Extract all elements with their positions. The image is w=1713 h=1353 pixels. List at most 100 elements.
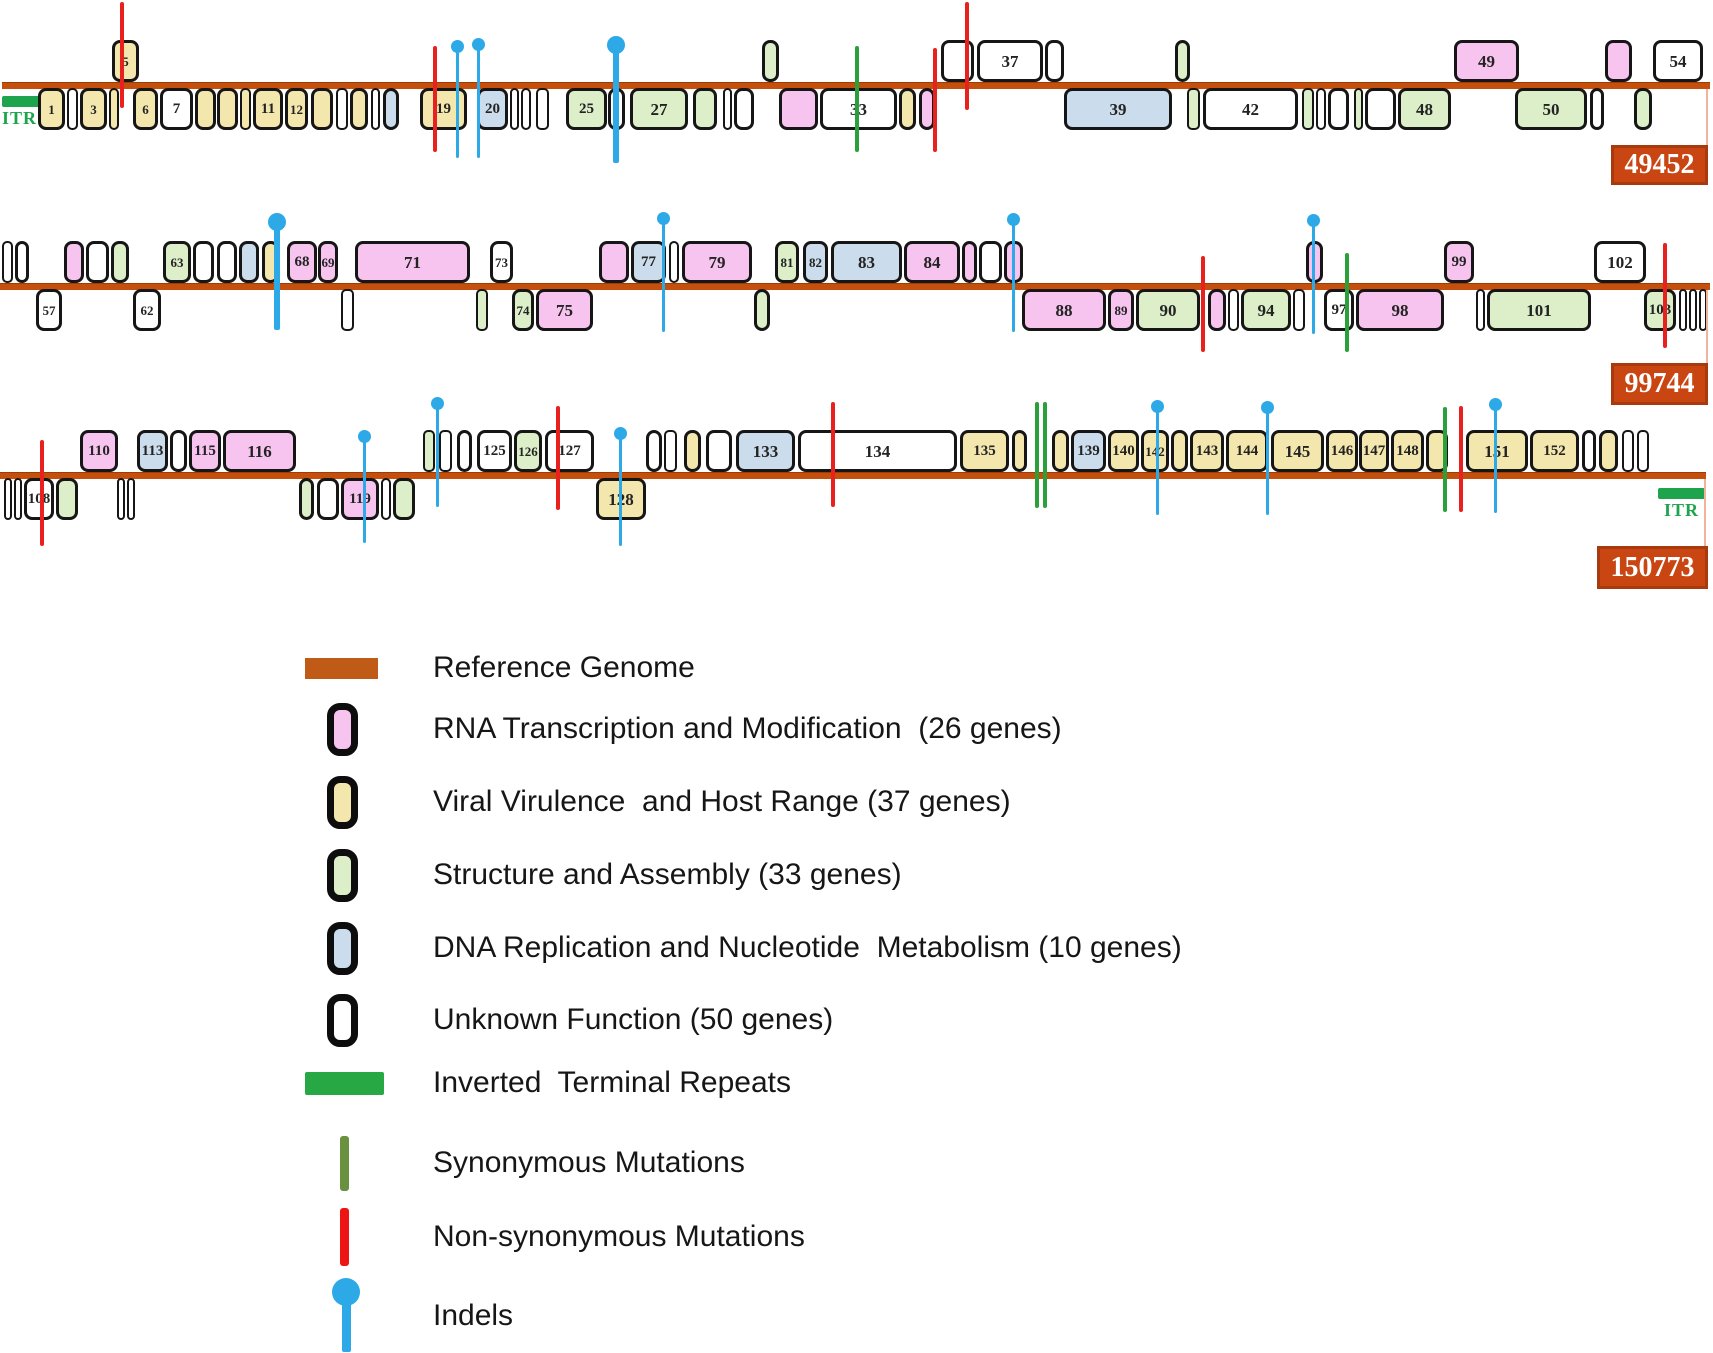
gene-box (1293, 289, 1305, 331)
synonymous-mutation-marker (1345, 253, 1349, 352)
non-synonymous-mutation-marker (1459, 406, 1463, 512)
gene-box: 145 (1271, 430, 1324, 472)
indel-marker (661, 218, 665, 332)
indel-marker (274, 222, 280, 330)
gene-box (383, 88, 399, 130)
gene-box: 152 (1530, 430, 1579, 472)
gene-box (170, 430, 187, 472)
indel-marker (1493, 404, 1497, 513)
legend-itr-swatch (305, 1072, 384, 1095)
gene-box (457, 430, 472, 472)
gene-box (1637, 430, 1649, 472)
gene-box: 42 (1203, 88, 1298, 130)
gene-box: 101 (1487, 289, 1591, 331)
gene-box: 135 (960, 430, 1009, 472)
gene-box: 73 (490, 241, 513, 283)
gene-box (1689, 289, 1697, 331)
indel-knob (607, 36, 625, 54)
gene-box (1476, 289, 1485, 331)
gene-box (111, 241, 129, 283)
gene-box: 102 (1594, 241, 1646, 283)
non-synonymous-mutation-marker (1663, 243, 1667, 348)
gene-box (1175, 40, 1190, 82)
indel-knob (357, 430, 371, 443)
gene-box (341, 289, 354, 331)
gene-box: 108 (24, 478, 54, 520)
gene-box (193, 241, 214, 283)
legend-label: Unknown Function (50 genes) (433, 1003, 834, 1036)
gene-box (734, 88, 754, 130)
gene-box: 146 (1326, 430, 1358, 472)
gene-box: 62 (133, 289, 161, 331)
gene-box (439, 430, 452, 472)
legend-label: Non-synonymous Mutations (433, 1220, 805, 1253)
gene-box (217, 88, 238, 130)
synonymous-mutation-marker (1035, 402, 1039, 508)
gene-box (1622, 430, 1634, 472)
gene-box (962, 241, 977, 283)
indel-knob (268, 213, 286, 231)
gene-box (754, 289, 770, 331)
legend-gene-category-swatch (327, 922, 358, 975)
non-synonymous-mutation-marker (933, 48, 937, 152)
indel-marker (1265, 407, 1269, 515)
indel-knob (430, 397, 444, 410)
synonymous-mutation-marker (855, 46, 859, 152)
gene-box (669, 241, 679, 283)
gene-box: 90 (1136, 289, 1200, 331)
gene-box: 151 (1466, 430, 1528, 472)
gene-box (1187, 88, 1200, 130)
gene-box (311, 88, 333, 130)
reference-genome-line (0, 283, 1710, 290)
gene-box: 139 (1071, 430, 1106, 472)
non-synonymous-mutation-marker (120, 2, 124, 108)
gene-box (14, 478, 22, 520)
gene-box: 77 (631, 241, 666, 283)
gene-box: 81 (775, 241, 799, 283)
gene-box (1306, 241, 1323, 283)
gene-box: 134 (798, 430, 957, 472)
legend-non-synonymous-swatch (340, 1208, 349, 1266)
legend-label: Reference Genome (433, 651, 695, 684)
gene-box (1012, 430, 1027, 472)
gene-box (536, 88, 549, 130)
itr-label: ITR (1664, 500, 1700, 520)
gene-box (371, 88, 380, 130)
gene-box (86, 241, 109, 283)
indel-knob (471, 38, 485, 51)
gene-box: 19 (420, 88, 467, 130)
gene-box (599, 241, 629, 283)
gene-box: 79 (682, 241, 752, 283)
gene-box: 116 (223, 430, 296, 472)
gene-box: 148 (1391, 430, 1424, 472)
indel-marker (618, 433, 622, 546)
gene-box: 98 (1356, 289, 1444, 331)
non-synonymous-mutation-marker (965, 2, 969, 110)
gene-box: 63 (163, 241, 191, 283)
legend-gene-category-swatch (327, 703, 358, 756)
position-connector-line (1704, 479, 1706, 546)
indel-knob (450, 40, 464, 53)
indel-marker (435, 403, 439, 507)
gene-box (1171, 430, 1188, 472)
legend-label: DNA Replication and Nucleotide Metabolis… (433, 931, 1182, 964)
non-synonymous-mutation-marker (433, 46, 437, 152)
gene-box (1599, 430, 1618, 472)
gene-box (109, 88, 119, 130)
gene-box: 75 (536, 289, 593, 331)
gene-box (127, 478, 135, 520)
gene-box (723, 88, 732, 130)
gene-box (979, 241, 1002, 283)
gene-box (381, 478, 391, 520)
gene-box: 11 (253, 88, 283, 130)
non-synonymous-mutation-marker (1201, 256, 1205, 352)
gene-box: 127 (545, 430, 594, 472)
gene-box (646, 430, 662, 472)
gene-box (1605, 40, 1632, 82)
gene-box: 37 (977, 40, 1043, 82)
gene-box: 49 (1454, 40, 1519, 82)
gene-box (1208, 289, 1226, 331)
gene-box (1302, 88, 1314, 130)
gene-box (56, 478, 78, 520)
gene-box: 50 (1515, 88, 1587, 130)
